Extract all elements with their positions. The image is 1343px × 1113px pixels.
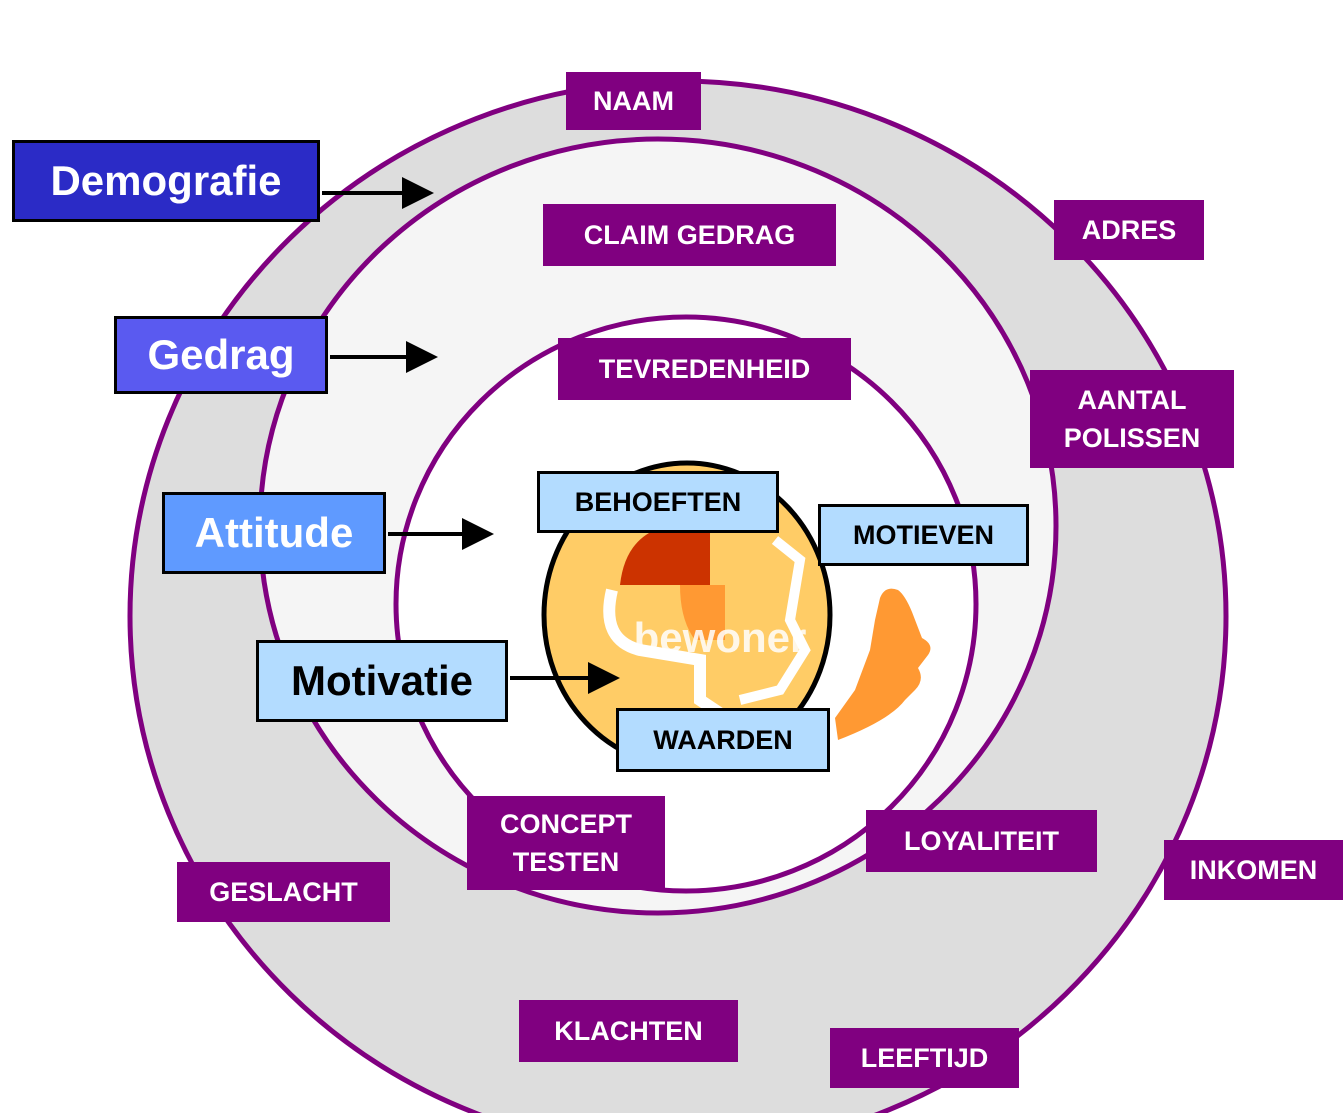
layer-motivatie: Motivatie <box>256 640 508 722</box>
tag-geslacht: GESLACHT <box>177 862 390 922</box>
tag-adres: ADRES <box>1054 200 1204 260</box>
tag-motieven: MOTIEVEN <box>818 504 1029 566</box>
core-orange-shape <box>680 585 725 640</box>
tag-behoeften: BEHOEFTEN <box>537 471 779 533</box>
tag-claim-gedrag: CLAIM GEDRAG <box>543 204 836 266</box>
core-white-stroke <box>603 588 734 725</box>
tag-tevredenheid: TEVREDENHEID <box>558 338 851 400</box>
tag-aantal-polissen: AANTAL POLISSEN <box>1030 370 1234 468</box>
tag-concept-testen: CONCEPT TESTEN <box>467 796 665 890</box>
center-word: bewoner <box>633 614 807 661</box>
tag-inkomen: INKOMEN <box>1164 840 1343 900</box>
tag-waarden: WAARDEN <box>616 708 830 772</box>
tag-naam: NAAM <box>566 72 701 130</box>
layer-attitude: Attitude <box>162 492 386 574</box>
layer-gedrag: Gedrag <box>114 316 328 394</box>
face-profile <box>835 588 931 740</box>
core-red-shape <box>620 528 710 585</box>
core-white-stroke-2 <box>738 536 811 705</box>
layer-demografie: Demografie <box>12 140 320 222</box>
tag-loyaliteit: LOYALITEIT <box>866 810 1097 872</box>
tag-leeftijd: LEEFTIJD <box>830 1028 1019 1088</box>
tag-klachten: KLACHTEN <box>519 1000 738 1062</box>
